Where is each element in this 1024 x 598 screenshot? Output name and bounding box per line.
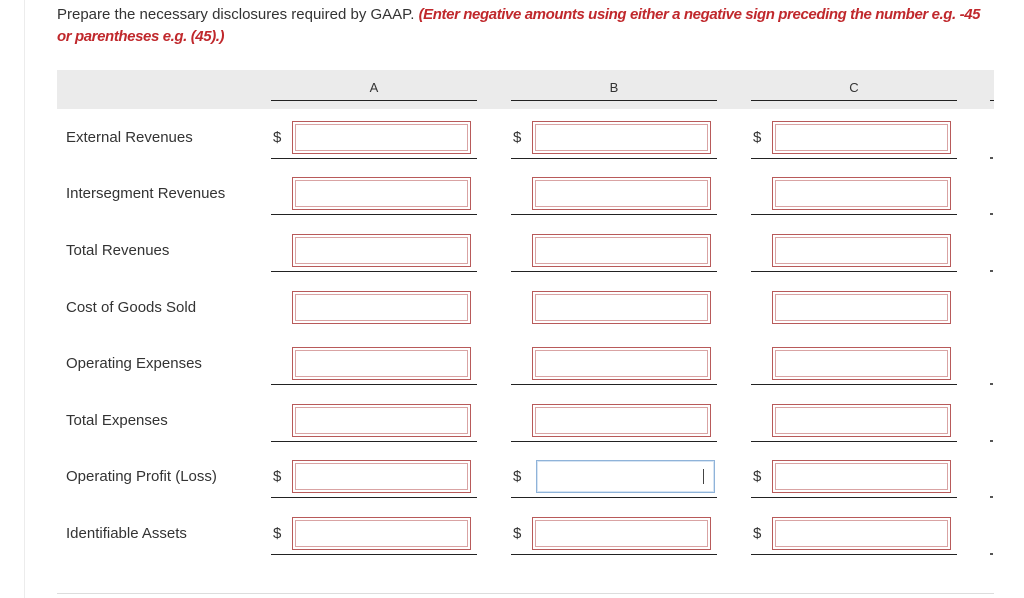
amount-input-c[interactable]: [772, 404, 951, 437]
cell-underline: [271, 271, 477, 272]
cell-underline: [751, 497, 957, 498]
amount-input-a[interactable]: [292, 234, 471, 267]
currency-symbol: $: [513, 129, 522, 146]
amount-input-c[interactable]: [772, 121, 951, 154]
row-label: Identifiable Assets: [66, 525, 187, 542]
instructions-note: (Enter negative amounts using either a n…: [57, 6, 981, 45]
clipped-column-edge: [990, 213, 993, 215]
instructions-text: Prepare the necessary disclosures requir…: [57, 6, 419, 23]
column-header-a: A: [369, 80, 379, 95]
row-label: Operating Expenses: [66, 355, 202, 372]
currency-symbol: $: [273, 525, 282, 542]
amount-input-b[interactable]: [532, 291, 711, 324]
amount-input-a[interactable]: [292, 121, 471, 154]
amount-input-b[interactable]: [532, 234, 711, 267]
cell-underline: [511, 384, 717, 385]
text-cursor: [703, 469, 704, 484]
cell-underline: [751, 384, 957, 385]
bottom-divider: [57, 593, 994, 594]
cell-underline: [271, 554, 477, 555]
amount-input-a[interactable]: [292, 404, 471, 437]
cell-underline: [271, 497, 477, 498]
amount-input-c[interactable]: [772, 177, 951, 210]
amount-input-c[interactable]: [772, 460, 951, 493]
amount-input-c[interactable]: [772, 234, 951, 267]
row-label: Cost of Goods Sold: [66, 299, 197, 316]
clipped-column-edge: [990, 157, 993, 159]
cell-underline: [271, 441, 477, 442]
cell-underline: [271, 214, 477, 215]
currency-symbol: $: [513, 468, 522, 485]
column-header-underline-c: [751, 100, 957, 101]
clipped-column-edge: [990, 383, 993, 385]
column-header-underline-a: [271, 100, 477, 101]
table-header: [57, 70, 994, 109]
amount-input-b[interactable]: [532, 404, 711, 437]
row-label: Total Revenues: [66, 242, 170, 259]
amount-input-b[interactable]: [532, 347, 711, 380]
row-label: External Revenues: [66, 129, 193, 146]
row-label: Intersegment Revenues: [66, 185, 226, 202]
amount-input-c[interactable]: [772, 517, 951, 550]
clipped-column-edge: [990, 440, 993, 442]
left-divider: [24, 0, 25, 598]
clipped-column-edge: [990, 270, 993, 272]
amount-input-a[interactable]: [292, 177, 471, 210]
cell-underline: [751, 214, 957, 215]
currency-symbol: $: [753, 525, 762, 542]
currency-symbol: $: [753, 129, 762, 146]
amount-input-c[interactable]: [772, 291, 951, 324]
amount-input-b[interactable]: [532, 121, 711, 154]
cell-underline: [511, 214, 717, 215]
cell-underline: [751, 158, 957, 159]
cell-underline: [511, 271, 717, 272]
cell-underline: [511, 497, 717, 498]
column-header-b: B: [609, 80, 619, 95]
column-header-underline-b: [511, 100, 717, 101]
cell-underline: [511, 554, 717, 555]
amount-input-c[interactable]: [772, 347, 951, 380]
currency-symbol: $: [513, 525, 522, 542]
column-header-underline-d: [990, 100, 994, 101]
amount-input-b[interactable]: [536, 460, 715, 493]
amount-input-a[interactable]: [292, 347, 471, 380]
amount-input-b[interactable]: [532, 177, 711, 210]
cell-underline: [511, 441, 717, 442]
cell-underline: [511, 158, 717, 159]
cell-underline: [271, 384, 477, 385]
column-header-c: C: [849, 80, 859, 95]
instructions: Prepare the necessary disclosures requir…: [57, 4, 997, 48]
cell-underline: [271, 158, 477, 159]
cell-underline: [751, 441, 957, 442]
row-label: Total Expenses: [66, 412, 168, 429]
amount-input-a[interactable]: [292, 460, 471, 493]
amount-input-a[interactable]: [292, 291, 471, 324]
clipped-column-edge: [990, 496, 993, 498]
amount-input-a[interactable]: [292, 517, 471, 550]
amount-input-b[interactable]: [532, 517, 711, 550]
cell-underline: [751, 554, 957, 555]
currency-symbol: $: [273, 468, 282, 485]
clipped-column-edge: [990, 553, 993, 555]
cell-underline: [751, 271, 957, 272]
currency-symbol: $: [273, 129, 282, 146]
currency-symbol: $: [753, 468, 762, 485]
row-label: Operating Profit (Loss): [66, 468, 217, 485]
